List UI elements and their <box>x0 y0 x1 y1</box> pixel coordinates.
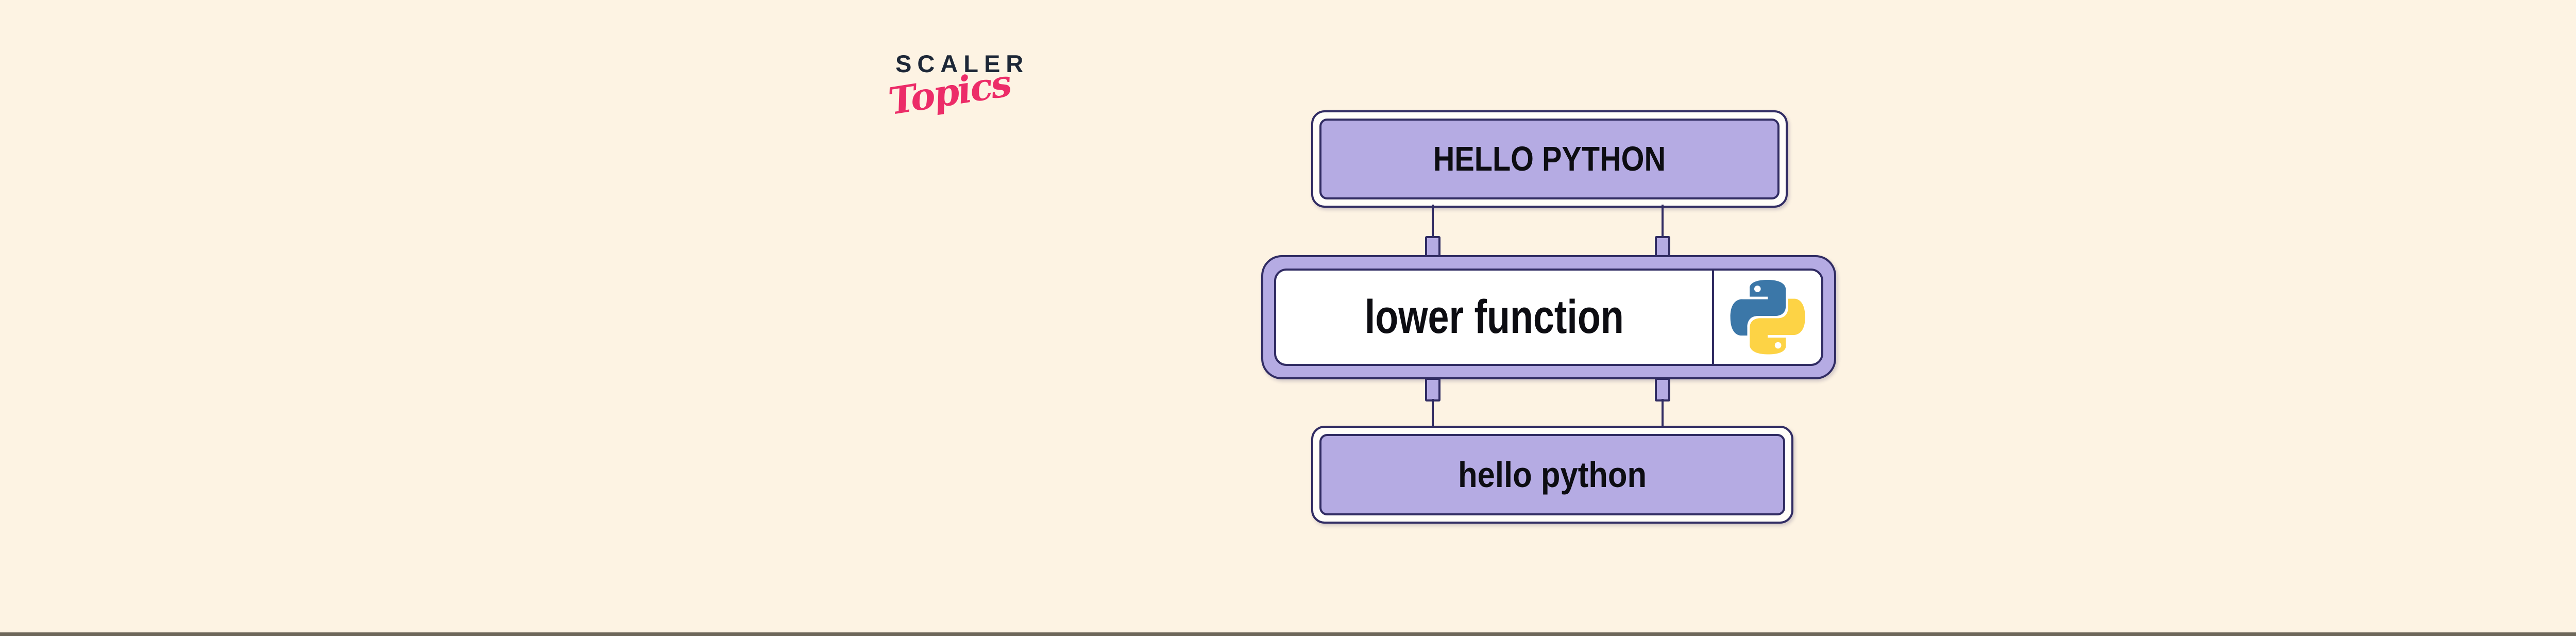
input-box-label: HELLO PYTHON <box>1433 140 1666 178</box>
connector-plug-bottom-left <box>1425 378 1440 401</box>
connector-line-bottom-right <box>1662 399 1664 428</box>
process-box-label: lower function <box>1364 291 1624 343</box>
input-box: HELLO PYTHON <box>1311 110 1788 208</box>
connector-line-top-right <box>1662 205 1664 238</box>
bottom-bar <box>0 632 2576 636</box>
process-divider <box>1712 271 1714 364</box>
output-box: hello python <box>1311 426 1793 524</box>
process-label-section: lower function <box>1276 271 1712 364</box>
output-box-core: hello python <box>1319 434 1785 515</box>
connector-line-top-left <box>1432 205 1434 238</box>
connector-line-bottom-left <box>1432 399 1434 428</box>
process-box-core: lower function <box>1274 269 1823 366</box>
input-box-core: HELLO PYTHON <box>1319 119 1780 199</box>
process-box: lower function <box>1261 255 1836 379</box>
output-box-label: hello python <box>1458 455 1647 495</box>
brand-scaler-text: SCALER <box>895 50 1029 77</box>
brand-logo: SCALER Topics <box>886 49 1029 123</box>
connector-plug-bottom-right <box>1655 378 1670 401</box>
python-logo-section <box>1714 271 1821 364</box>
python-logo-icon <box>1730 280 1805 355</box>
